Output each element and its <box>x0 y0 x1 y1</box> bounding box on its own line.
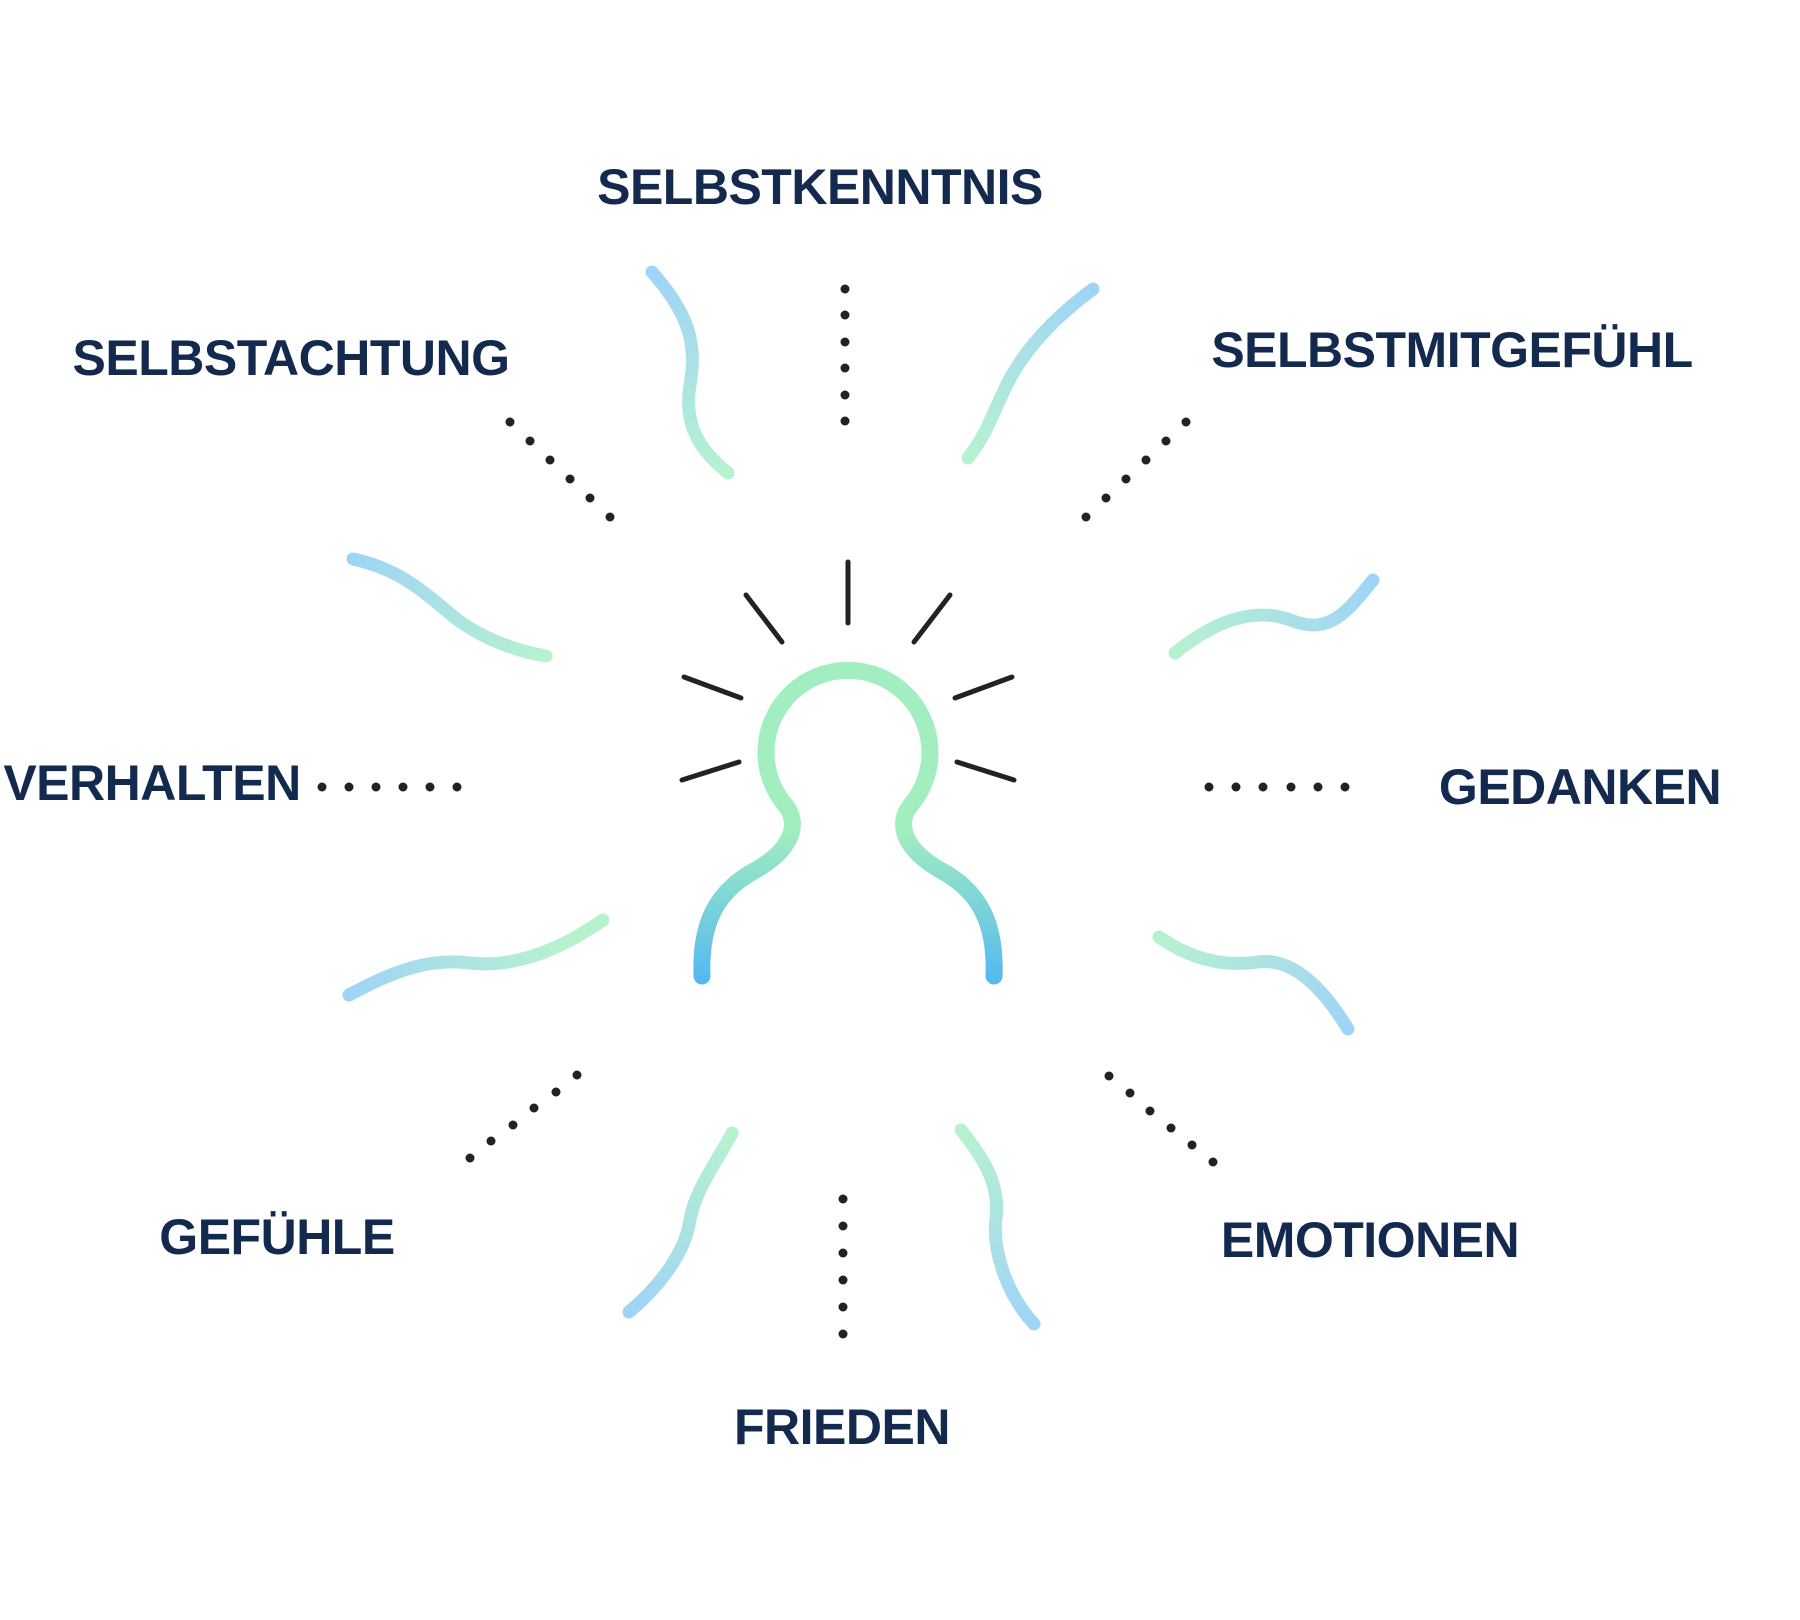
wave-accent-left-upper-icon <box>346 552 553 663</box>
dotted-connectors <box>317 284 1350 1339</box>
label-selbstachtung: SELBSTACHTUNG <box>72 330 510 386</box>
label-selbstkenntnis: SELBSTKENNTNIS <box>597 159 1043 215</box>
sunburst-rays-icon <box>679 559 1017 783</box>
dotted-connector-bottom-left <box>465 1070 582 1163</box>
wave-accent-right-lower-icon <box>1152 930 1355 1036</box>
wave-accent-right-upper-icon <box>1168 573 1380 660</box>
wave-accents <box>342 265 1380 1331</box>
label-frieden: FRIEDEN <box>734 1399 950 1455</box>
dotted-connector-bottom-right <box>1104 1071 1218 1167</box>
dotted-connector-left <box>317 782 462 792</box>
label-verhalten: VERHALTEN <box>3 755 301 811</box>
wave-accent-left-lower-icon <box>342 913 610 1002</box>
label-gedanken: GEDANKEN <box>1438 759 1722 815</box>
dotted-connector-top <box>840 284 850 426</box>
dotted-connector-bottom <box>838 1194 848 1339</box>
label-gefuehle: GEFÜHLE <box>159 1209 395 1265</box>
label-selbstmitgefuehl: SELBSTMITGEFÜHL <box>1211 322 1693 378</box>
label-emotionen: EMOTIONEN <box>1220 1212 1520 1268</box>
person-icon <box>693 661 1003 985</box>
wave-accent-top-right-icon <box>961 282 1100 465</box>
dotted-connector-top-left <box>505 417 615 522</box>
wave-accent-top-left-icon <box>645 265 735 480</box>
wave-accent-bottom-right-icon <box>954 1123 1041 1331</box>
dotted-connector-right <box>1204 782 1350 792</box>
dotted-connector-top-right <box>1081 417 1191 522</box>
wave-accent-bottom-left-icon <box>622 1126 739 1319</box>
